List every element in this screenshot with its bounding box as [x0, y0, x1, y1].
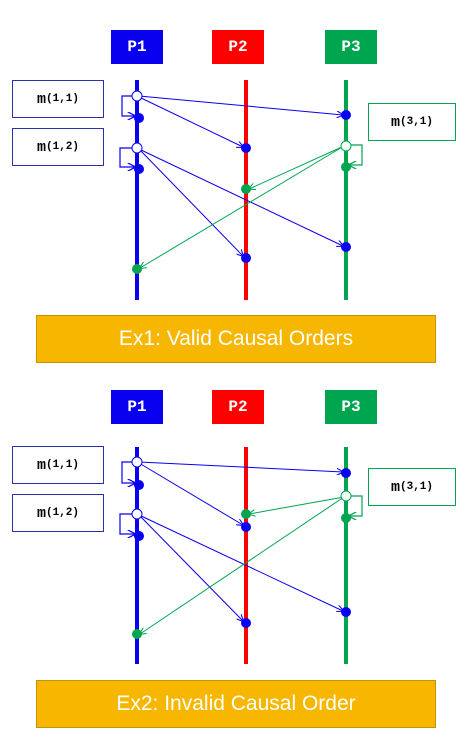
msg-m31-to-p1	[140, 145, 345, 268]
process-label-p1: P1	[111, 30, 163, 64]
msg-m11-to-p2	[138, 96, 243, 147]
process-label-p3: P3	[325, 30, 377, 64]
receive-event	[341, 513, 351, 523]
p1-self-loop-1	[121, 95, 137, 116]
receive-event	[341, 162, 351, 172]
receive-event	[134, 164, 144, 174]
message-label-m31: m(3,1)	[368, 468, 456, 506]
receive-event	[134, 480, 144, 490]
p1-self-loop-1	[121, 461, 137, 483]
caption-ex2: Ex2: Invalid Causal Order	[36, 680, 436, 728]
receive-event	[341, 242, 351, 252]
receive-event	[241, 522, 251, 532]
send-event	[340, 140, 352, 152]
p3-self-loop	[346, 495, 363, 516]
send-event	[131, 142, 143, 154]
receive-event	[132, 629, 142, 639]
msg-m31-to-p1	[140, 496, 345, 634]
msg-m12-to-p3	[138, 148, 343, 246]
send-event	[340, 490, 352, 502]
send-event	[131, 508, 143, 520]
message-label-m11: m(1,1)	[12, 446, 104, 484]
p3-self-loop	[346, 144, 363, 165]
msg-m11-to-p2	[138, 462, 243, 525]
msg-m12-to-p2	[138, 514, 243, 621]
send-event	[131, 90, 143, 102]
process-label-p1: P1	[111, 390, 163, 424]
message-label-m11: m(1,1)	[12, 80, 104, 118]
msg-m12-to-p3	[138, 514, 343, 611]
caption-ex1: Ex1: Valid Causal Orders	[36, 315, 436, 363]
p1-self-loop-2	[119, 513, 137, 534]
receive-event	[341, 110, 351, 120]
message-label-m31: m(3,1)	[368, 103, 456, 141]
send-event	[131, 456, 143, 468]
receive-event	[132, 264, 142, 274]
receive-event	[341, 607, 351, 617]
receive-event	[241, 143, 251, 153]
receive-event	[134, 113, 144, 123]
process-label-p2: P2	[212, 390, 264, 424]
example-2-svg	[119, 447, 363, 664]
process-label-p3: P3	[325, 390, 377, 424]
example-1-diagram: P1 P2 P3 m(1,1) m(1,2) m(3,1)	[0, 0, 471, 300]
receive-event	[241, 509, 251, 519]
receive-event	[341, 468, 351, 478]
msg-m11-to-p3	[138, 461, 343, 472]
process-label-p2: P2	[212, 30, 264, 64]
msg-m31-to-p2	[249, 496, 345, 514]
msg-m31-to-p2	[249, 145, 345, 189]
message-label-m12: m(1,2)	[12, 494, 104, 532]
example-1-svg	[119, 80, 363, 300]
msg-m11-to-p3	[138, 95, 343, 115]
message-label-m12: m(1,2)	[12, 128, 104, 166]
msg-m12-to-p2	[138, 148, 243, 256]
receive-event	[134, 531, 144, 541]
p1-self-loop-2	[119, 147, 137, 167]
receive-event	[241, 618, 251, 628]
example-2-diagram: P1 P2 P3 m(1,1) m(1,2) m(3,1)	[0, 368, 471, 668]
receive-event	[241, 184, 251, 194]
receive-event	[241, 253, 251, 263]
